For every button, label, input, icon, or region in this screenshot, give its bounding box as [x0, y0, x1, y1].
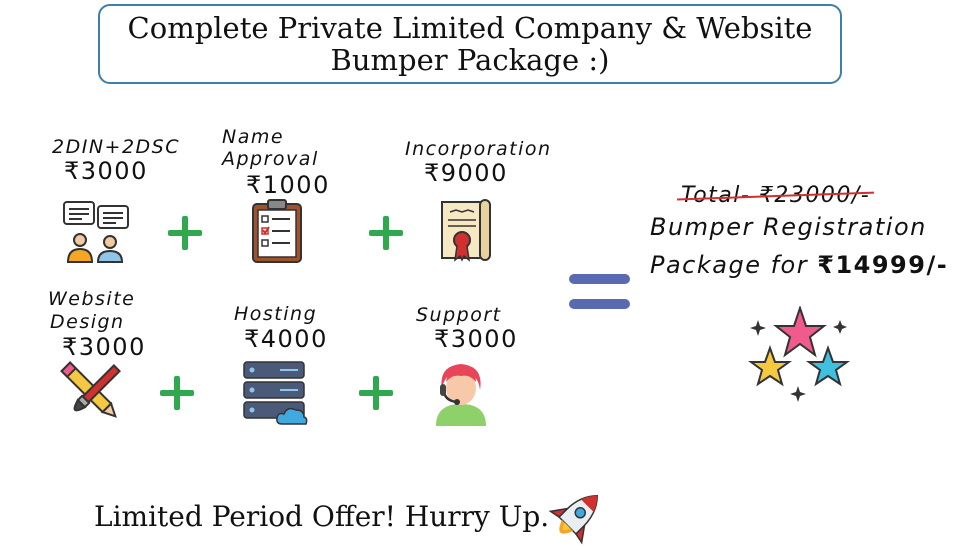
item-support-price: ₹3000 — [434, 325, 518, 353]
stars-icon — [748, 306, 851, 402]
equals-bar-bottom — [569, 299, 630, 309]
certificate-scroll-icon — [441, 199, 491, 262]
bumper-line-1: Bumper Registration — [650, 213, 927, 241]
plus-sign — [359, 376, 393, 410]
headset-support-icon — [436, 364, 486, 426]
item-name-approval-label-1: Name — [222, 126, 285, 148]
bumper-price: ₹14999/- — [817, 251, 949, 279]
total-strikethrough: Total- ₹23000/- — [677, 183, 875, 208]
item-name-approval-label-2: Approval — [222, 148, 319, 170]
pencil-brush-icon — [60, 361, 121, 418]
plus-sign — [168, 216, 202, 250]
title-line-2: Bumper Package :) — [330, 43, 610, 77]
item-name-approval-price: ₹1000 — [246, 171, 330, 199]
item-din-dsc-price: ₹3000 — [64, 157, 148, 185]
clipboard-checklist-icon — [252, 199, 302, 263]
item-hosting-label: Hosting — [234, 303, 318, 325]
equals-bar-top — [569, 274, 630, 284]
bumper-line-2: Package for ₹14999/- — [650, 246, 948, 284]
title-line-1: Complete Private Limited Company & Websi… — [127, 11, 813, 45]
item-incorporation-label: Incorporation — [405, 138, 552, 160]
item-website-design-label-1: Website — [48, 288, 136, 310]
item-website-design-price: ₹3000 — [62, 333, 146, 361]
rocket-icon — [548, 495, 598, 545]
bumper-line-2-prefix: Package for — [650, 251, 818, 279]
item-din-dsc-label: 2DIN+2DSC — [52, 136, 181, 158]
item-hosting-price: ₹4000 — [244, 325, 328, 353]
plus-sign — [160, 376, 194, 410]
server-cloud-icon — [243, 361, 308, 425]
plus-sign — [369, 216, 403, 250]
item-website-design-label-2: Design — [50, 311, 125, 333]
title-box: Complete Private Limited Company & Websi… — [98, 4, 842, 84]
offer-text: Limited Period Offer! Hurry Up. — [94, 500, 550, 533]
item-incorporation-price: ₹9000 — [424, 159, 508, 187]
consultation-people-icon — [63, 201, 129, 263]
item-support-label: Support — [416, 304, 502, 326]
